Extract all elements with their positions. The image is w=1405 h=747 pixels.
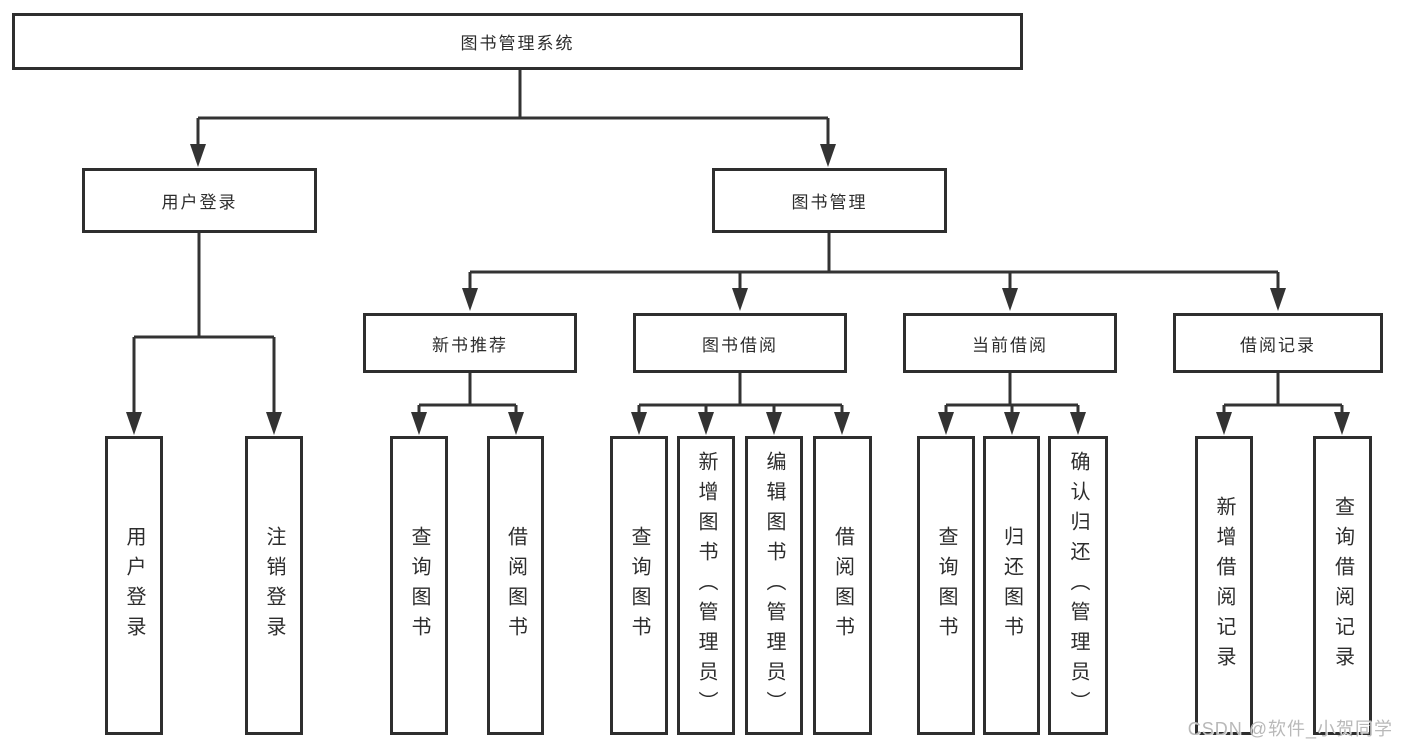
node-root-library-system: 图书管理系统 — [12, 13, 1023, 70]
leaf-label: 查询借阅记录 — [1331, 495, 1354, 676]
node-book-borrow: 图书借阅 — [633, 313, 847, 373]
watermark: CSDN @软件_小贺同学 — [1187, 719, 1393, 739]
leaf-confirm-return-admin: 确认归还（管理员） — [1048, 436, 1108, 735]
leaf-label: 借阅图书 — [831, 525, 854, 646]
leaf-label: 借阅图书 — [504, 525, 527, 646]
node-new-book-recommend: 新书推荐 — [363, 313, 577, 373]
leaf-label: 归还图书 — [1000, 525, 1023, 646]
node-borrow-records: 借阅记录 — [1173, 313, 1383, 373]
leaf-label: 确认归还（管理员） — [1067, 450, 1089, 721]
leaf-add-borrow-record: 新增借阅记录 — [1195, 436, 1253, 735]
leaf-edit-books-admin: 编辑图书（管理员） — [745, 436, 803, 735]
leaf-query-books-borrow: 查询图书 — [610, 436, 668, 735]
leaf-borrow-books: 借阅图书 — [813, 436, 872, 735]
leaf-label: 编辑图书（管理员） — [763, 450, 785, 721]
leaf-label: 注销登录 — [263, 525, 285, 646]
leaf-label: 新增图书（管理员） — [695, 450, 717, 721]
leaf-add-books-admin: 新增图书（管理员） — [677, 436, 735, 735]
leaf-query-books-current: 查询图书 — [917, 436, 975, 735]
leaf-return-books: 归还图书 — [983, 436, 1040, 735]
leaf-query-borrow-record: 查询借阅记录 — [1313, 436, 1372, 735]
node-book-management: 图书管理 — [712, 168, 947, 233]
leaf-borrow-books-recommend: 借阅图书 — [487, 436, 544, 735]
leaf-label: 用户登录 — [123, 525, 145, 646]
leaf-logout: 注销登录 — [245, 436, 303, 735]
leaf-label: 新增借阅记录 — [1213, 495, 1235, 676]
leaf-user-login: 用户登录 — [105, 436, 163, 735]
leaf-label: 查询图书 — [935, 525, 957, 646]
leaf-label: 查询图书 — [628, 525, 650, 646]
node-current-borrow: 当前借阅 — [903, 313, 1117, 373]
leaf-query-books-recommend: 查询图书 — [390, 436, 448, 735]
leaf-label: 查询图书 — [408, 525, 430, 646]
node-user-login: 用户登录 — [82, 168, 317, 233]
